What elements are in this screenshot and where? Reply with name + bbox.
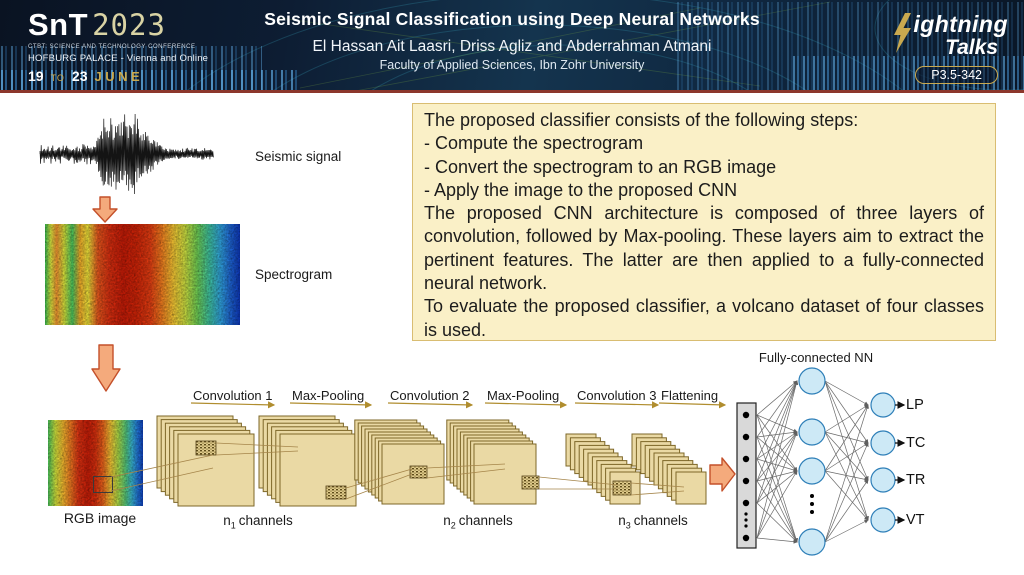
- flattened-input-vector: [736, 402, 757, 549]
- date-day2: 23: [71, 68, 88, 84]
- step-convolution-1: Convolution 1: [193, 388, 273, 403]
- connector-lines: [110, 442, 685, 500]
- spectrogram-label: Spectrogram: [255, 267, 333, 282]
- down-arrow-large: [91, 344, 121, 392]
- lightning-bolt-icon: [894, 13, 912, 53]
- output-class-lp: LP: [906, 397, 924, 413]
- lightning-talks-logo: ightning Talks: [894, 13, 1008, 58]
- snt-venue: HOFBURG PALACE - Vienna and Online: [28, 53, 209, 64]
- authors: El Hassan Ait Laasri, Driss Agliz and Ab…: [312, 38, 712, 55]
- output-class-tr: TR: [906, 472, 926, 488]
- spectrogram-noise: [45, 224, 240, 325]
- fully-connected-network: [742, 367, 906, 556]
- description-box: The proposed classifier consists of the …: [412, 103, 996, 341]
- rgb-image: [48, 420, 143, 506]
- snt-conference-logo: SnT 2023 CTBT: SCIENCE AND TECHNOLOGY CO…: [28, 7, 208, 84]
- description-intro: The proposed classifier consists of the …: [424, 110, 859, 130]
- step-flattening: Flattening: [661, 388, 719, 403]
- lightning-word: ightning: [913, 11, 1008, 37]
- spectrogram-image: [45, 224, 240, 325]
- down-arrow-small: [92, 196, 118, 223]
- output-class-tc: TC: [906, 435, 926, 451]
- description-paragraph: To evaluate the proposed classifier, a v…: [424, 296, 984, 340]
- right-arrow: [709, 457, 736, 492]
- snt-year: 2023: [92, 8, 166, 42]
- description-bullet: - Compute the spectrogram: [424, 133, 644, 154]
- poster-id-badge: P3.5-342: [915, 66, 998, 84]
- description-bullet: - Convert the spectrogram to an RGB imag…: [424, 156, 777, 177]
- output-class-vt: VT: [906, 512, 925, 528]
- step-convolution-2: Convolution 2: [390, 388, 470, 403]
- rgb-image-label: RGB image: [63, 510, 137, 526]
- snt-brand: SnT: [28, 7, 89, 42]
- description-paragraph: The proposed CNN architecture is compose…: [424, 203, 984, 294]
- step-convolution-3: Convolution 3: [577, 388, 657, 403]
- header-divider: [0, 90, 1024, 93]
- step-arrows: [190, 401, 727, 409]
- equalizer-bars-left-short: [0, 70, 300, 90]
- date-day1: 19: [28, 68, 44, 84]
- receptive-field-outline: [93, 476, 113, 493]
- talks-word: Talks: [945, 36, 998, 59]
- kernel-patches: [195, 440, 632, 500]
- feature-map-stacks: [156, 415, 707, 507]
- title-block: Seismic Signal Classification using Deep…: [255, 9, 769, 72]
- fully-connected-nn-title: Fully-connected NN: [758, 350, 874, 365]
- description-bullet: - Apply the image to the proposed CNN: [424, 179, 738, 200]
- seismic-waveform: [39, 113, 214, 195]
- step-max-pooling-2: Max-Pooling: [487, 388, 560, 403]
- header-banner: SnT 2023 CTBT: SCIENCE AND TECHNOLOGY CO…: [0, 0, 1024, 90]
- snt-tagline: CTBT: SCIENCE AND TECHNOLOGY CONFERENCE: [28, 44, 196, 50]
- date-to: TO: [50, 73, 65, 83]
- page-title: Seismic Signal Classification using Deep…: [264, 9, 760, 29]
- snt-dates: 19 TO 23 JUNE: [28, 68, 208, 84]
- affiliation: Faculty of Applied Sciences, Ibn Zohr Un…: [379, 58, 645, 72]
- rgb-noise: [48, 420, 143, 506]
- date-month: JUNE: [94, 69, 144, 84]
- seismic-signal-label: Seismic signal: [255, 149, 342, 164]
- step-max-pooling-1: Max-Pooling: [292, 388, 365, 403]
